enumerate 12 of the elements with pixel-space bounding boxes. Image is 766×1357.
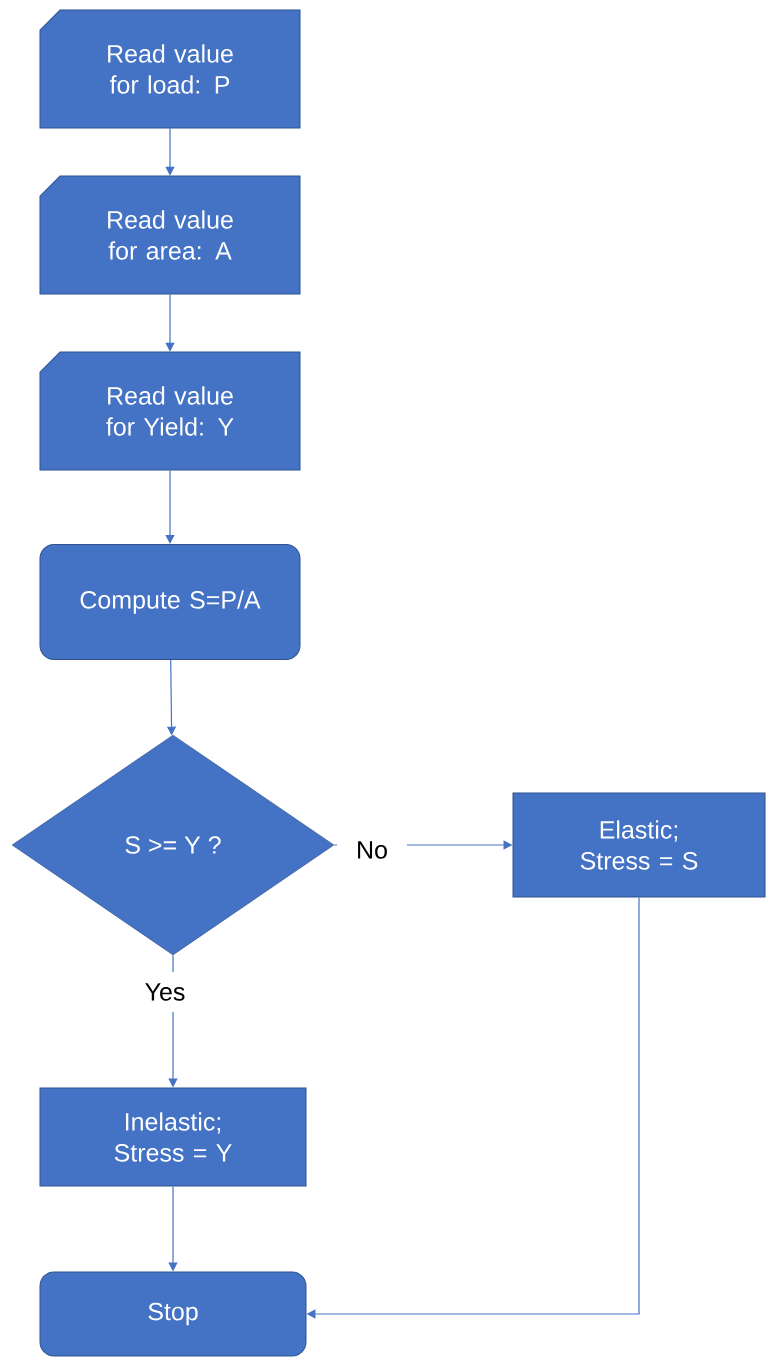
- input-box: Read value for area: A: [39, 175, 301, 295]
- input-box: Read value for load: P: [39, 9, 301, 129]
- arrow: [165, 293, 175, 352]
- process-box: Compute S=P/A: [39, 544, 301, 660]
- process-box: Stop: [39, 1271, 307, 1357]
- edge-label: Yes: [130, 972, 200, 1012]
- edge-label: No: [337, 830, 407, 870]
- process-box: Inelastic; Stress = Y: [39, 1087, 307, 1187]
- input-box: Read value for Yield: Y: [39, 351, 301, 471]
- arrow: [165, 469, 175, 544]
- arrow: [165, 127, 175, 176]
- process-box: Elastic; Stress = S: [512, 792, 766, 898]
